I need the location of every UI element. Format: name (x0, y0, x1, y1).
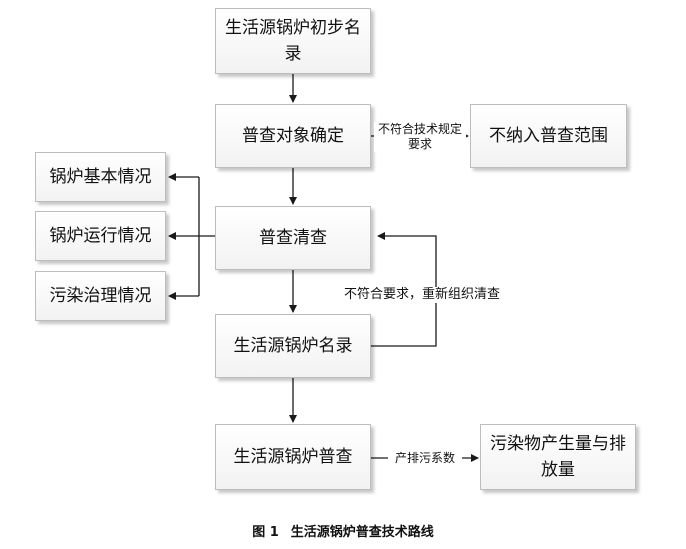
node-operation-info: 锅炉运行情况 (35, 211, 166, 261)
node-survey-clean: 普查清查 (215, 206, 371, 270)
node-pollutant-output: 污染物产生量与排放量 (480, 424, 636, 490)
node-boiler-list: 生活源锅炉名录 (215, 314, 371, 378)
edge-label-nonconform-reorganize: 不符合要求，重新组织清查 (344, 287, 501, 303)
caption-title: 生活源锅炉普查技术路线 (290, 525, 434, 540)
caption-figure: 图 1 (252, 525, 279, 540)
figure-caption: 图 1 生活源锅炉普查技术路线 (0, 521, 686, 540)
node-survey-target: 普查对象确定 (215, 104, 371, 168)
node-boiler-survey: 生活源锅炉普查 (215, 424, 371, 490)
edge-label-emission-factor: 产排污系数 (388, 451, 462, 466)
node-preliminary-list: 生活源锅炉初步名录 (215, 8, 371, 74)
node-basic-info: 锅炉基本情况 (35, 152, 166, 202)
node-exclude: 不纳入普查范围 (470, 104, 627, 168)
edge-label-nonconform-spec: 不符合技术规定要求 (374, 122, 466, 152)
node-pollution-control: 污染治理情况 (35, 271, 166, 321)
